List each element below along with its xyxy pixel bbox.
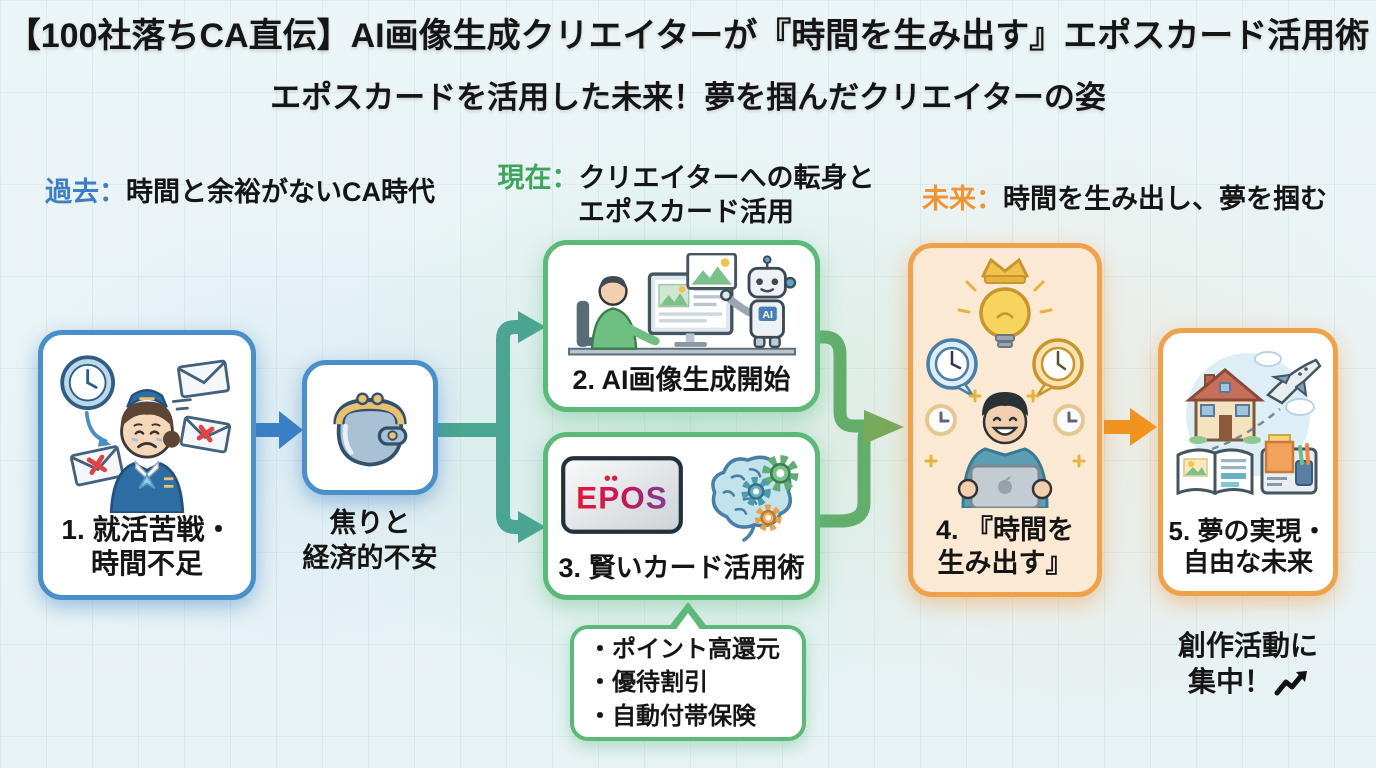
wallet-caption-line2: 経済的不安 [302, 543, 438, 574]
envelope-icon [177, 359, 230, 399]
dream-future-illustration [1176, 351, 1322, 496]
wallet-caption-line1: 焦りと [329, 508, 411, 538]
airplane-icon [1266, 358, 1322, 405]
rejected-envelope-icon [70, 445, 125, 487]
crown-icon [980, 257, 1030, 284]
house-icon [1184, 368, 1266, 444]
time-creation-illustration [924, 257, 1086, 508]
past-keyword: 過去： [45, 177, 126, 207]
step1-box: 1. 就活苦戦・ 時間不足 [38, 330, 256, 600]
step3-box: EPOS [543, 432, 820, 600]
generated-image-popup-icon [685, 253, 737, 290]
present-text-line2: エポスカード活用 [578, 196, 794, 227]
stressed-flight-attendant-illustration [60, 355, 232, 513]
section-label-present: 現在：クリエイターへの転身と エポスカード活用 [490, 162, 882, 230]
step4-label: 4. 『時間を 生み出す』 [936, 514, 1074, 580]
lightbulb-icon [957, 280, 1053, 348]
small-clock-icon [925, 404, 957, 436]
benefit-item: ・ポイント高還元 [588, 635, 780, 663]
arrow-step4-to-step5 [1104, 408, 1157, 446]
step3-label: 3. 賢いカード活用術 [558, 553, 805, 584]
benefit-item: ・優待割引 [588, 669, 708, 697]
epos-card-icon: EPOS [560, 456, 683, 534]
clock-bubble-icon-blue [926, 338, 978, 398]
robot-icon: AI [719, 255, 796, 349]
clock-bubble-icon-gold [1032, 338, 1084, 398]
wallet-box [302, 360, 438, 495]
step5-label-line1: 5. 夢の実現・ [1168, 515, 1328, 546]
tablet-icon [969, 464, 1041, 508]
step5-label: 5. 夢の実現・ 自由な未来 [1169, 516, 1328, 579]
step1-label-line1: 1. 就活苦戦・ [61, 513, 233, 545]
section-label-past: 過去：時間と余裕がないCA時代 [45, 176, 435, 210]
step5-label-line2: 自由な未来 [1182, 547, 1313, 578]
footer-note-line2: 集中！ [1187, 666, 1272, 698]
step4-label-line2: 生み出す』 [937, 548, 1073, 579]
arrow-merge-to-step4 [818, 330, 904, 528]
trending-up-icon [1274, 670, 1307, 696]
happy-creator-figure [957, 392, 1053, 508]
dashed-path-icon [1211, 408, 1281, 451]
ai-image-creation-illustration: AI [567, 253, 796, 356]
step2-box: AI 2. AI画像生成開始 [543, 240, 820, 412]
footer-note-line1: 創作活動に [1177, 630, 1318, 661]
benefit-item: ・自動付帯保険 [588, 702, 756, 730]
future-keyword: 未来： [922, 184, 1003, 214]
coin-purse-icon [333, 392, 408, 467]
page-subtitle: エポスカードを活用した未来！夢を掴んだクリエイターの姿 [270, 80, 1106, 115]
page-title: 【100社落ちCA直伝】AI画像生成クリエイターが『時間を生み出す』エポスカード… [6, 17, 1370, 55]
step5-box: 5. 夢の実現・ 自由な未来 [1158, 328, 1338, 596]
rejected-envelope-icon [179, 415, 232, 454]
past-text: 時間と余裕がないCA時代 [126, 177, 435, 207]
present-text-line1: クリエイターへの転身と [578, 163, 875, 193]
arrow-step1-to-wallet [256, 411, 303, 449]
step4-label-line1: 4. 『時間を [935, 515, 1075, 546]
future-text: 時間を生み出し、夢を掴む [1003, 184, 1327, 214]
step1-label-line2: 時間不足 [90, 547, 203, 579]
footer-note: 創作活動に 集中！ [1148, 628, 1348, 701]
cloud-icon [1254, 351, 1315, 416]
person-at-desk-figure [590, 275, 660, 350]
gear-icon-blue [740, 476, 771, 507]
sparkle-icon [924, 389, 1086, 468]
art-supplies-icon [1260, 434, 1318, 495]
epos-benefits-callout: ・ポイント高還元 ・優待割引 ・自動付帯保険 [570, 602, 806, 741]
flight-attendant-figure [109, 389, 185, 513]
wallet-caption: 焦りと 経済的不安 [262, 506, 478, 576]
small-clock-icon [1053, 404, 1085, 436]
open-book-icon [1176, 448, 1254, 496]
brain-gears-icon [710, 455, 799, 542]
curved-arrow-icon [84, 410, 108, 443]
step2-label: 2. AI画像生成開始 [572, 365, 791, 396]
step4-box: 4. 『時間を 生み出す』 [908, 243, 1102, 597]
ai-chip-label: AI [762, 309, 773, 321]
step1-label: 1. 就活苦戦・ 時間不足 [61, 513, 232, 581]
section-label-future: 未来：時間を生み出し、夢を掴む [922, 183, 1327, 217]
present-keyword: 現在： [497, 163, 579, 193]
clock-icon [60, 355, 115, 411]
epos-brand-label: EPOS [576, 480, 668, 516]
gear-icon-orange [754, 504, 782, 532]
